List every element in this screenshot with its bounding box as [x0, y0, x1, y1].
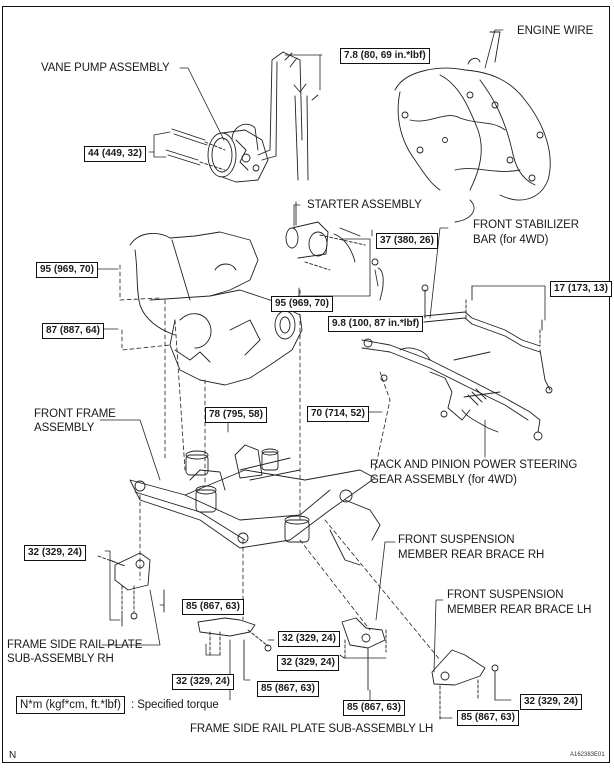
- torque-rack-nut: 70 (714, 52): [307, 406, 369, 422]
- rear-brace-rh-illustration: [341, 617, 387, 691]
- label-rack-pinion-line1: RACK AND PINION POWER STEERING: [370, 459, 578, 471]
- engine-wire-illustration: [394, 31, 551, 223]
- legend-torque-unit: N*m (kgf*cm, ft.*lbf): [16, 696, 125, 714]
- label-rail-plate-lh: FRAME SIDE RAIL PLATE SUB-ASSEMBLY LH: [190, 723, 434, 735]
- front-frame-illustration: [129, 444, 381, 566]
- torque-rail-lh-long: 85 (867, 63): [257, 681, 319, 697]
- torque-rail-rh-long: 85 (867, 63): [182, 599, 244, 615]
- label-rear-brace-rh-line2: MEMBER REAR BRACE RH: [398, 549, 545, 561]
- torque-stabilizer-bolts: 17 (173, 13): [550, 281, 612, 297]
- label-front-stabilizer-line2: BAR (for 4WD): [473, 234, 549, 246]
- torque-brace-rh-bolts: 32 (329, 24): [277, 655, 339, 671]
- torque-rail-lh-lower: 32 (329, 24): [172, 674, 234, 690]
- torque-engine-mount-rear: 87 (887, 64): [42, 323, 104, 339]
- label-rail-plate-rh-line1: FRAME SIDE RAIL PLATE: [7, 639, 143, 651]
- label-rear-brace-lh-line2: MEMBER REAR BRACE LH: [447, 604, 592, 616]
- corner-mark: N: [9, 750, 17, 761]
- vane-pump-illustration: [165, 51, 319, 183]
- label-rack-pinion-line2: GEAR ASSEMBLY (for 4WD): [370, 474, 517, 486]
- torque-rail-lh-side: 32 (329, 24): [278, 631, 340, 647]
- label-rear-brace-lh-line1: FRONT SUSPENSION: [447, 589, 564, 601]
- torque-engine-mount-right: 95 (969, 70): [271, 296, 333, 312]
- label-front-frame-line1: FRONT FRAME: [34, 408, 116, 420]
- torque-starter-nut: 9.8 (100, 87 in.*lbf): [328, 316, 424, 332]
- torque-brace-rh-long: 85 (867, 63): [343, 700, 405, 716]
- label-rear-brace-rh-line1: FRONT SUSPENSION: [398, 534, 515, 546]
- torque-engine-mount-left: 95 (969, 70): [36, 262, 98, 278]
- torque-brace-lh-bolts: 32 (329, 24): [520, 694, 582, 710]
- figure-id: A162383E01: [570, 752, 605, 758]
- torque-vane-pump-bolts: 44 (449, 32): [84, 146, 146, 162]
- label-engine-wire: ENGINE WIRE: [517, 25, 594, 37]
- label-rail-plate-rh-line2: SUB-ASSEMBLY RH: [7, 653, 114, 665]
- torque-brace-lh-long: 85 (867, 63): [457, 710, 519, 726]
- rail-plate-lh-illustration: [197, 617, 272, 681]
- torque-frame-bolt: 78 (795, 58): [205, 407, 267, 423]
- torque-rail-rh-bolts: 32 (329, 24): [24, 545, 86, 561]
- label-starter-assembly: STARTER ASSEMBLY: [307, 199, 422, 211]
- label-vane-pump-assembly: VANE PUMP ASSEMBLY: [41, 62, 170, 74]
- label-front-stabilizer-line1: FRONT STABILIZER: [473, 219, 579, 231]
- stabilizer-bar-illustration: [421, 284, 553, 394]
- rear-brace-lh-illustration: [431, 649, 499, 721]
- legend-torque-meaning: : Specified torque: [131, 699, 219, 711]
- label-front-frame-line2: ASSEMBLY: [34, 422, 95, 434]
- rail-plate-rh-illustration: [97, 552, 165, 627]
- starter-illustration: [285, 201, 384, 301]
- torque-hose-clamp-bolts: 7.8 (80, 69 in.*lbf): [340, 48, 430, 64]
- engine-transmission-illustration: [129, 231, 303, 386]
- rack-and-pinion-illustration: [361, 338, 543, 441]
- torque-starter-bolts: 37 (380, 26): [376, 233, 438, 249]
